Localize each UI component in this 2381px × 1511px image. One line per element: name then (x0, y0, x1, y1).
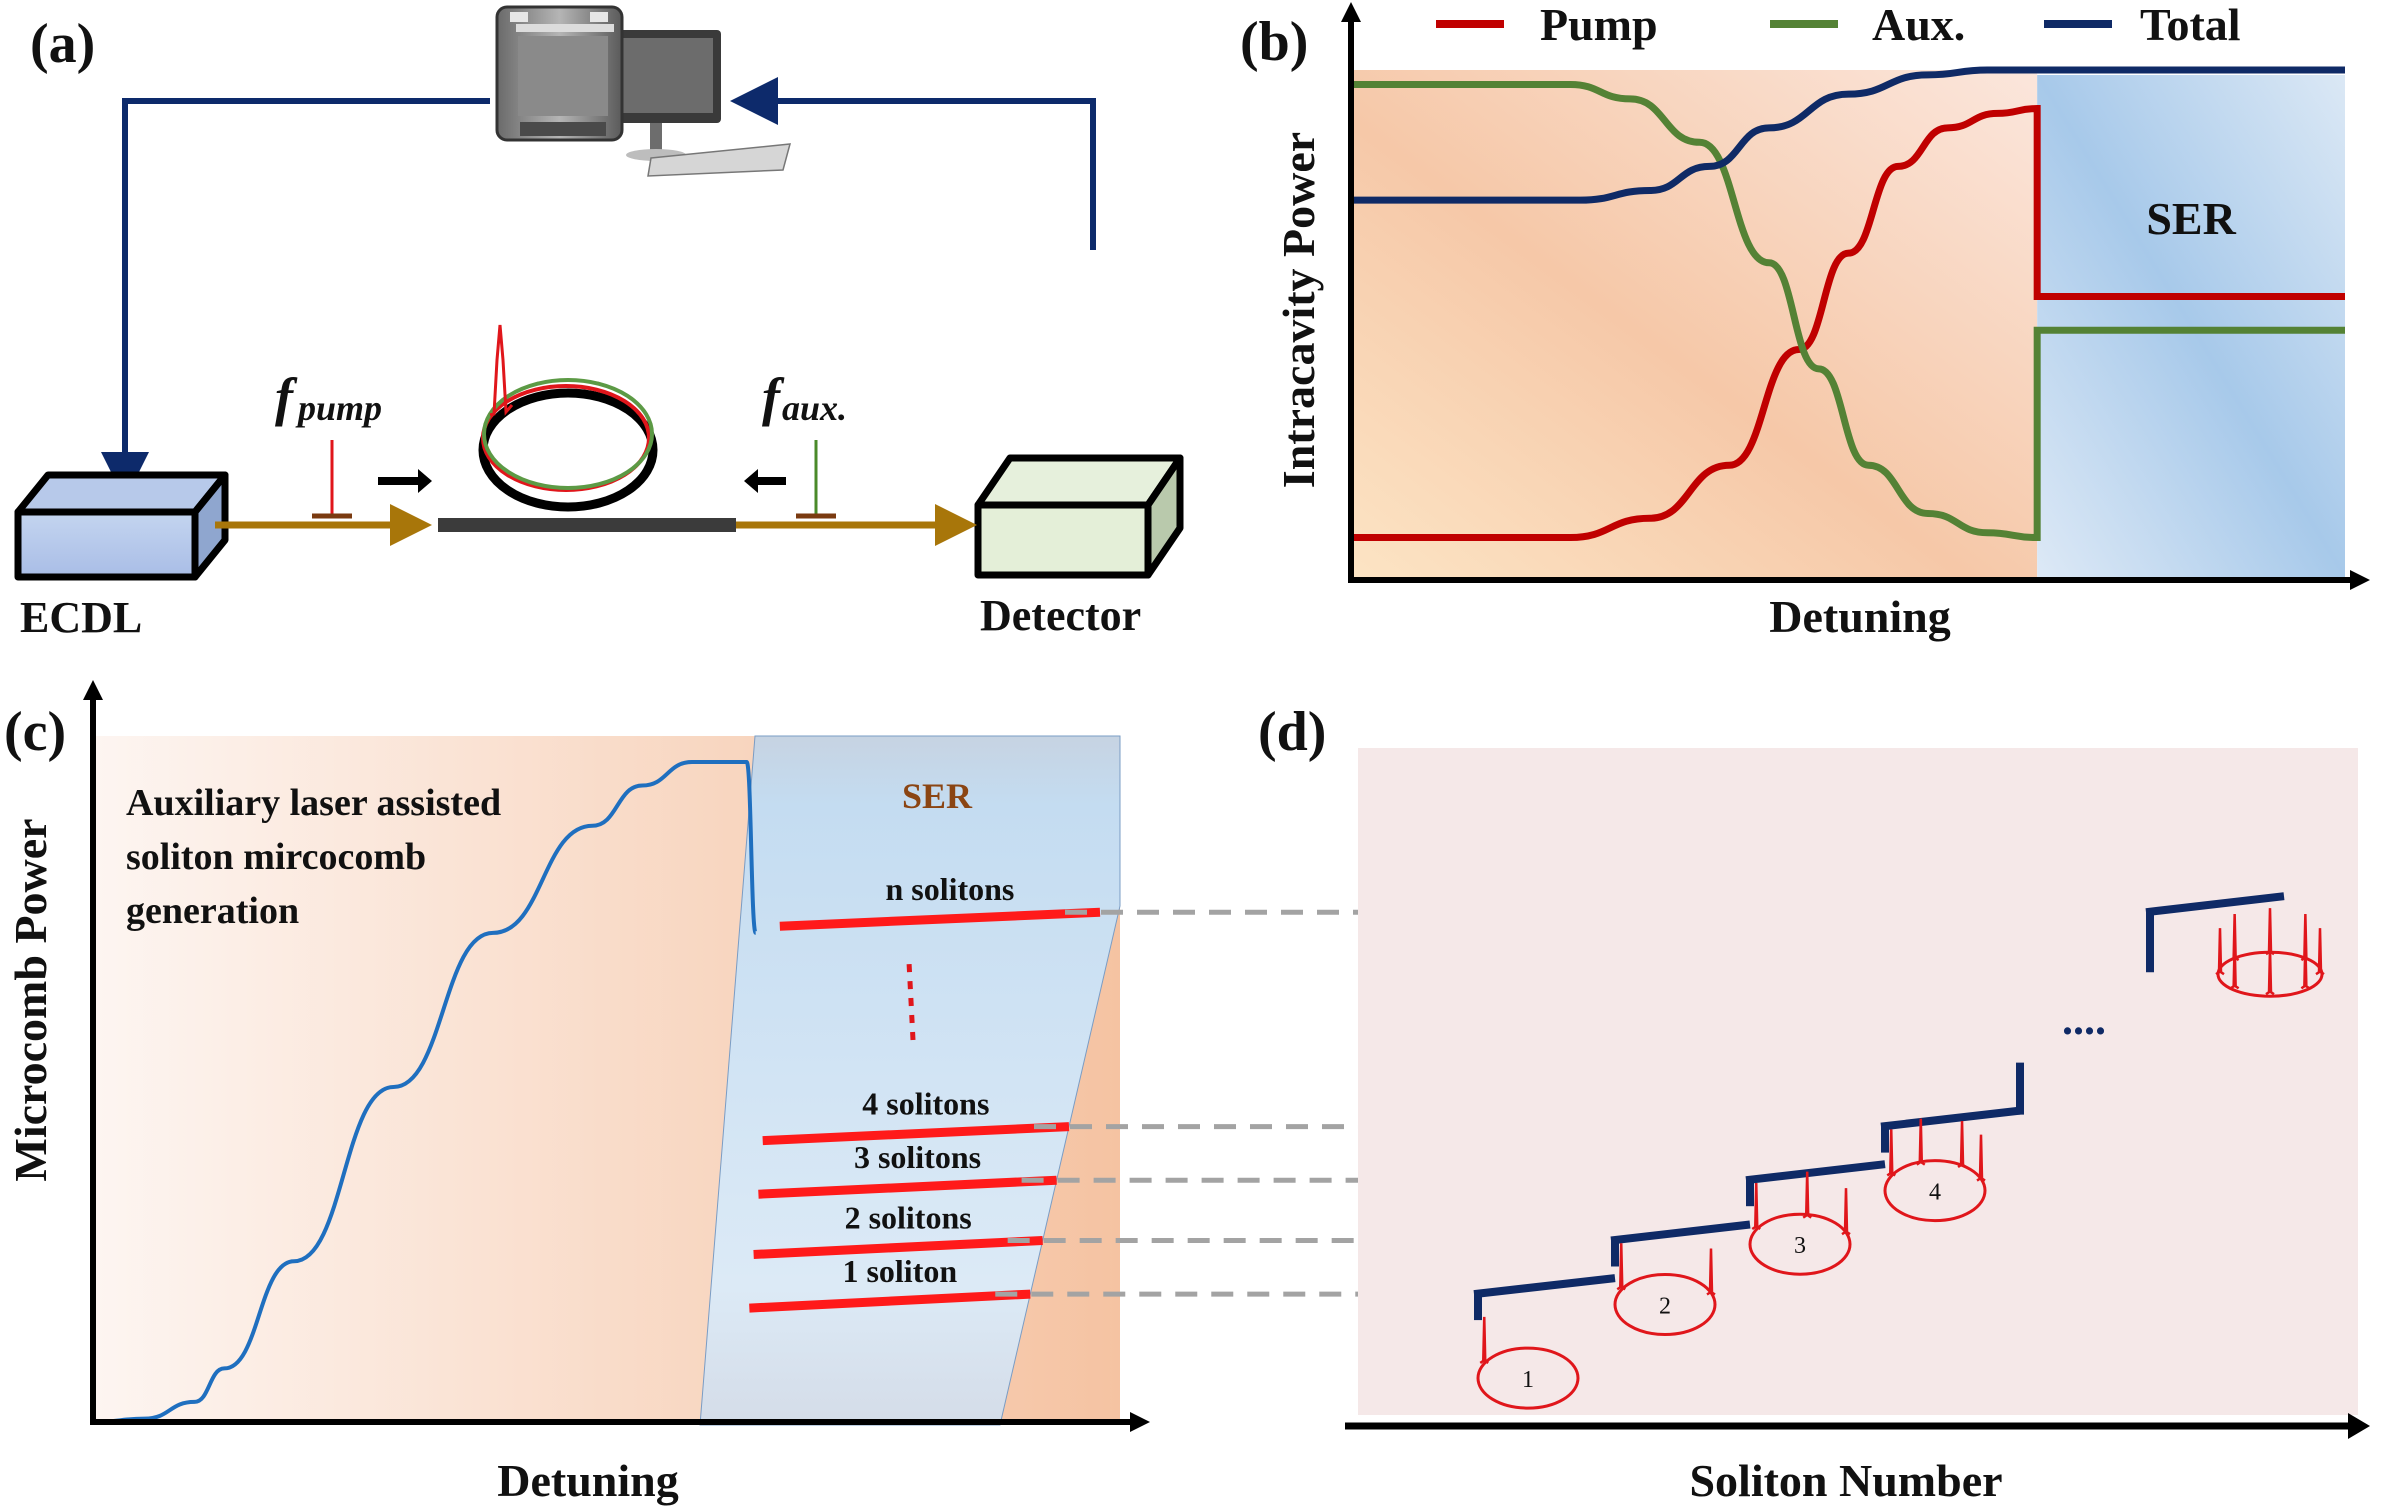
annotation: Auxiliary laser assisted soliton mircoco… (126, 782, 501, 932)
soliton-step-line (779, 907, 1101, 931)
svg-text:f: f (275, 367, 298, 427)
soliton-step-label: 4 solitons (862, 1086, 989, 1122)
laser-box-icon (14, 471, 229, 581)
svg-text:f: f (762, 367, 785, 427)
y-axis-title: Intracavity Power (1273, 132, 1324, 488)
soliton-step-label: n solitons (885, 871, 1014, 907)
soliton-step-line (762, 1122, 1070, 1146)
ser-region-background (2037, 75, 2345, 577)
series-group (1351, 66, 2345, 542)
aux-frequency-label: f aux. (762, 367, 847, 428)
plot-background (1358, 748, 2358, 1415)
microring-resonator-icon (478, 324, 658, 512)
ser-label: SER (2146, 193, 2236, 244)
panel-b-label: (b) (1240, 11, 1308, 73)
microcomb-power-curve (94, 760, 758, 1424)
x-axis-arrowhead (1130, 1412, 1150, 1432)
horizontal-ellipsis: .... (2062, 995, 2106, 1044)
soliton-step-label: 3 solitons (854, 1139, 981, 1175)
ser-label: SER (902, 776, 973, 816)
y-axis-arrowhead (83, 680, 103, 700)
staircase-tread (1473, 1274, 1616, 1299)
panel-c-label: (c) (4, 701, 66, 763)
pump-frequency-label: f pump (275, 367, 382, 428)
panel-d: (d) .... 1 2 3 4 Soliton Number (1258, 701, 2370, 1506)
soliton-step-line (758, 1175, 1057, 1199)
soliton-rings: 1 2 3 4 (1476, 908, 2325, 1410)
staircase-tread (1880, 1106, 2021, 1131)
soliton-ring-icon: 1 (1476, 1316, 1580, 1410)
series-line-pump (1351, 105, 2345, 542)
soliton-ring-icon: 3 (1748, 1171, 1852, 1276)
panel-d-label: (d) (1258, 701, 1326, 763)
soliton-step-label: 2 solitons (845, 1200, 972, 1236)
annotation-line-2: soliton mircocomb (126, 836, 426, 878)
computer-icon (495, 5, 792, 177)
y-axis-title: Microcomb Power (5, 818, 56, 1181)
annotation-line-3: generation (126, 890, 299, 932)
soliton-step-label: 1 soliton (842, 1253, 957, 1289)
detector-label: Detector (980, 591, 1141, 640)
soliton-ring-number: 4 (1929, 1180, 1941, 1206)
bus-waveguide (438, 518, 736, 532)
soliton-step-line (749, 1289, 1031, 1313)
x-axis-title: Detuning (497, 1455, 678, 1506)
panel-a: (a) (14, 5, 1184, 642)
staircase-tread (1610, 1220, 1751, 1245)
x-axis-title: Soliton Number (1689, 1455, 2002, 1506)
legend-label-pump: Pump (1540, 0, 1658, 50)
soliton-step-line (753, 1236, 1043, 1259)
unstable-region-background (1352, 70, 2038, 577)
vertical-ellipsis (906, 961, 916, 1041)
legend: Pump Aux. Total (1436, 0, 2241, 50)
soliton-ring-number: 1 (1522, 1367, 1534, 1393)
series-line-aux (1351, 80, 2345, 542)
soliton-ring-icon: 4 (1883, 1118, 1987, 1223)
aux-direction-arrow (744, 469, 786, 493)
soliton-ring-number: 3 (1794, 1233, 1806, 1259)
series-line-total (1352, 66, 2345, 204)
ecdl-label: ECDL (20, 593, 142, 642)
panel-c: (c) SER Auxiliary laser assisted soliton… (4, 680, 1150, 1506)
detector-signal-line (730, 77, 1096, 250)
x-axis-arrowhead (2348, 1413, 2370, 1439)
power-staircase (1473, 892, 2285, 1321)
legend-label-total: Total (2140, 0, 2241, 50)
panel-b: (b) SER Pump Aux. Total Intracavity Powe… (1240, 0, 2370, 642)
staircase-tread (1745, 1160, 1886, 1185)
y-axis-arrowhead (1341, 2, 1361, 22)
staircase-tread (2145, 892, 2285, 917)
soliton-ring-number: 2 (1659, 1294, 1671, 1320)
annotation-line-1: Auxiliary laser assisted (126, 782, 501, 824)
soliton-ring-icon: 2 (1613, 1243, 1717, 1336)
panel-a-label: (a) (30, 13, 95, 75)
soliton-steps: n solitons 4 solitons 3 solitons 2 solitons… (749, 871, 1101, 1313)
control-signal-line (101, 98, 490, 500)
pump-direction-arrow (378, 469, 432, 493)
x-axis-arrowhead (2350, 570, 2370, 590)
legend-label-aux: Aux. (1872, 0, 1965, 50)
soliton-ring-icon (2215, 908, 2325, 998)
detector-box-icon (974, 454, 1184, 579)
x-axis-title: Detuning (1769, 591, 1950, 642)
svg-text:aux.: aux. (782, 388, 847, 428)
svg-text:pump: pump (295, 388, 382, 428)
